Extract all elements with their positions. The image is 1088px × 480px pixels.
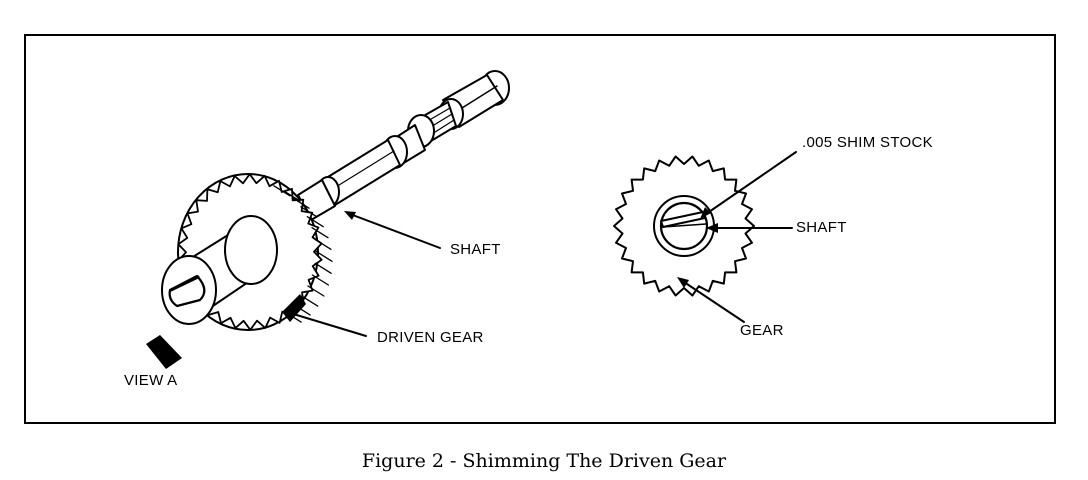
figure-caption: Figure 2 - Shimming The Driven Gear <box>361 450 727 472</box>
gear-helix-line <box>283 190 301 202</box>
shim-stock-label: .005 SHIM STOCK <box>802 134 933 151</box>
gear-leader <box>683 281 745 323</box>
gear-helix-line <box>301 295 319 307</box>
shaft-label-right: SHAFT <box>796 219 847 236</box>
gear-helix-line <box>273 185 291 197</box>
gear-helix-line <box>311 227 329 239</box>
gear-helix-line <box>292 197 310 209</box>
view-a-label: VIEW A <box>124 372 178 389</box>
shaft-leader-left <box>349 213 441 249</box>
gear-helix-line <box>306 216 324 228</box>
gear-helix-line <box>311 274 330 286</box>
gear-end-view <box>613 155 755 297</box>
gear-helix-line <box>315 250 333 262</box>
shim-stock-leader <box>705 151 797 215</box>
gear-helix-line <box>314 238 332 250</box>
driven-gear-leader <box>289 312 367 337</box>
gear-helix-line <box>307 285 325 297</box>
driven-gear-label: DRIVEN GEAR <box>377 329 484 346</box>
view-a-arrow-icon <box>146 335 182 369</box>
gear-helix-line <box>314 262 332 274</box>
gear-label: GEAR <box>740 322 784 339</box>
shaft-drawing <box>161 70 510 331</box>
shaft-label-left: SHAFT <box>450 241 501 258</box>
gear-helix-line <box>300 206 318 218</box>
